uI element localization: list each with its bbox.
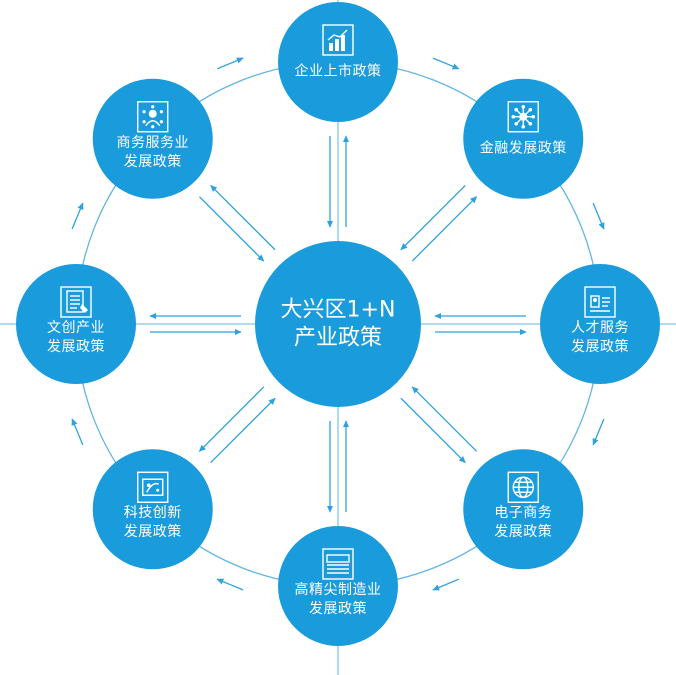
node-left-line2: 发展政策 — [47, 339, 105, 355]
node-top-left-line2: 发展政策 — [123, 153, 182, 170]
node-bottom-left-line2: 发展政策 — [123, 524, 182, 541]
node-label-bottom-left: 科技创新 发展政策 — [124, 504, 182, 542]
node-bottom-line2: 发展政策 — [309, 601, 367, 617]
node-label-top-left: 商务服务业 发展政策 — [116, 134, 189, 172]
ring-arrow — [216, 57, 244, 70]
spoke-arrow-top-right-out — [411, 196, 478, 262]
node-label-bottom: 高精尖制造业 发展政策 — [295, 581, 382, 619]
node-top-right — [463, 78, 584, 199]
center-title-line2: 产业政策 — [293, 325, 383, 350]
innovation-icon — [137, 471, 169, 503]
node-bottom-right-line1: 电子商务 — [494, 505, 553, 522]
ring-arrow — [592, 202, 605, 230]
node-left — [16, 264, 136, 384]
ring-arrow — [71, 202, 84, 230]
ring-arrow — [432, 57, 460, 70]
node-bottom-right — [463, 449, 584, 570]
center-node — [255, 241, 421, 407]
node-top — [278, 2, 398, 122]
ring-arrow — [592, 418, 605, 446]
node-top-left-line1: 商务服务业 — [116, 134, 189, 151]
ring-arrow — [71, 418, 84, 446]
spoke-arrow-top-left-out — [210, 184, 276, 251]
node-top-left — [92, 78, 213, 199]
node-right-line2: 发展政策 — [571, 339, 629, 355]
center-title-line1: 大兴区1+N — [280, 297, 396, 323]
center-title: 大兴区1+N 产业政策 — [281, 297, 396, 352]
ring-arrow — [432, 578, 460, 591]
node-left-line1: 文创产业 — [47, 320, 105, 337]
node-label-left: 文创产业 发展政策 — [47, 319, 105, 357]
node-label-top: 企业上市政策 — [295, 63, 382, 82]
node-bottom-left — [92, 449, 213, 570]
node-top-right-line1: 金融发展政策 — [479, 140, 567, 157]
node-bottom-line1: 高精尖制造业 — [294, 582, 382, 599]
node-top-line1: 企业上市政策 — [294, 63, 382, 80]
node-bottom-left-line1: 科技创新 — [123, 505, 182, 522]
node-label-top-right: 金融发展政策 — [480, 139, 567, 158]
node-bottom — [278, 526, 398, 646]
node-label-bottom-right: 电子商务 发展政策 — [494, 504, 552, 542]
id-card-icon — [584, 286, 616, 318]
spoke-arrow-top-right-in — [400, 184, 466, 251]
spoke-arrow-top-left-in — [198, 196, 265, 262]
document-icon — [60, 286, 92, 318]
spoke-arrow-bottom-left-in — [210, 397, 276, 464]
ring-arrow — [216, 578, 244, 591]
machine-icon — [322, 548, 354, 580]
business-icon — [137, 101, 169, 133]
node-bottom-right-line2: 发展政策 — [494, 524, 553, 541]
spoke-arrow-bottom-left-out — [198, 386, 265, 452]
spoke-arrow-bottom-right-in — [411, 386, 478, 452]
node-right-line1: 人才服务 — [571, 320, 629, 337]
node-label-right: 人才服务 发展政策 — [571, 319, 629, 357]
spoke-arrow-bottom-right-out — [400, 397, 466, 464]
globe-icon — [507, 471, 539, 503]
bar-chart-icon — [322, 24, 354, 56]
node-right — [540, 264, 660, 384]
network-icon — [507, 101, 539, 133]
